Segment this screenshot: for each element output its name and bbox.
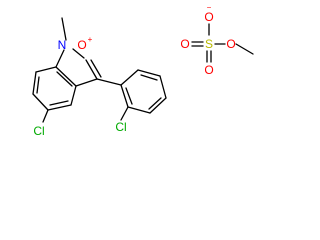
bond bbox=[127, 106, 151, 114]
anion-structure bbox=[191, 23, 254, 63]
bond bbox=[90, 59, 102, 78]
oxygen-atom-top: O bbox=[204, 10, 213, 24]
bond bbox=[72, 48, 85, 59]
bond bbox=[125, 87, 133, 105]
bond bbox=[49, 100, 69, 106]
bond bbox=[85, 59, 98, 80]
bond bbox=[55, 49, 65, 68]
bond bbox=[120, 106, 129, 121]
bond bbox=[96, 78, 122, 86]
nitrogen-atom: N bbox=[58, 38, 67, 52]
bond bbox=[137, 69, 161, 77]
chlorine-atom-ring: Cl bbox=[33, 124, 44, 138]
oxygen-atom-left: O bbox=[180, 37, 189, 51]
bond bbox=[32, 71, 37, 95]
bond bbox=[35, 66, 57, 73]
molecule-drawing: N O + Cl Cl S O − O O O bbox=[32, 3, 254, 138]
bond bbox=[120, 69, 139, 86]
sulfur-atom: S bbox=[205, 37, 213, 51]
positive-charge: + bbox=[88, 35, 93, 44]
bond bbox=[32, 93, 49, 111]
bond bbox=[75, 78, 98, 87]
cation-structure bbox=[32, 17, 167, 123]
bond bbox=[120, 84, 129, 108]
negative-charge: − bbox=[207, 3, 212, 12]
bond bbox=[70, 85, 77, 106]
bond bbox=[159, 75, 167, 99]
oxygen-atom-bottom: O bbox=[204, 63, 213, 77]
bond bbox=[42, 109, 49, 123]
structure-canvas: N O + Cl Cl S O − O O O bbox=[32, 3, 254, 138]
bond bbox=[47, 104, 72, 111]
bond bbox=[55, 66, 77, 87]
chlorine-atom-phenyl: Cl bbox=[115, 120, 126, 134]
bond bbox=[235, 43, 254, 55]
bond bbox=[61, 17, 67, 41]
atom-labels: N O + Cl Cl S O − O O O bbox=[33, 3, 235, 138]
bond bbox=[56, 71, 73, 87]
oxygen-atom: O bbox=[77, 38, 86, 52]
bond bbox=[36, 76, 40, 94]
oxygen-atom-ester: O bbox=[226, 37, 235, 51]
bond bbox=[149, 97, 167, 114]
bond bbox=[148, 97, 162, 110]
bond bbox=[140, 74, 158, 81]
